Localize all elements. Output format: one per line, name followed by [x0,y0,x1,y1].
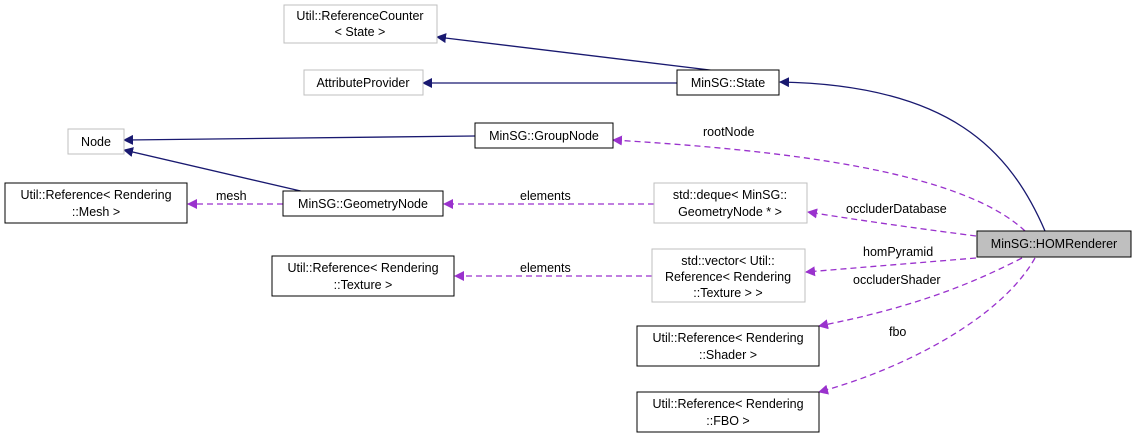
edge-label-fbo: fbo [889,325,906,339]
node-refmesh-line2: ::Mesh > [72,205,120,219]
node-reftexture[interactable]: Util::Reference< Rendering ::Texture > [271,255,455,297]
node-groupnode[interactable]: MinSG::GroupNode [474,122,614,149]
edge-label-elements-texture: elements [520,261,571,275]
node-refcounter-line1: Util::ReferenceCounter [296,9,423,23]
edge-state-to-refcounter [436,33,719,72]
node-refshader-line2: ::Shader > [699,348,757,362]
node-refshader-line1: Util::Reference< Rendering [652,331,803,345]
usage-edges [187,135,1036,395]
node-reffbo-line2: ::FBO > [706,414,749,428]
node-reftexture-line2: ::Texture > [334,278,393,292]
edge-occludershader [818,257,1023,330]
node-reftexture-line1: Util::Reference< Rendering [287,261,438,275]
inheritance-edges [123,33,1046,232]
node-geometrynode[interactable]: MinSG::GeometryNode [282,190,444,217]
node-geometrynode-label: MinSG::GeometryNode [298,197,428,211]
node-vector-line2: Reference< Rendering [665,270,791,284]
node-reffbo[interactable]: Util::Reference< Rendering ::FBO > [636,391,820,433]
edge-groupnode-to-node [123,134,476,145]
nodes: Util::ReferenceCounter < State > Attribu… [4,4,1132,433]
edge-labels: rootNode mesh elements occluderDatabase … [216,125,947,339]
node-node-label: Node [81,135,111,149]
edge-rootnode [612,135,1026,232]
node-refmesh-line1: Util::Reference< Rendering [20,188,171,202]
edge-hompyramid [805,257,977,277]
node-deque-line1: std::deque< MinSG:: [673,188,787,202]
node-homrenderer: MinSG::HOMRenderer [976,230,1132,258]
node-refmesh[interactable]: Util::Reference< Rendering ::Mesh > [4,182,188,224]
node-attrprovider-label: AttributeProvider [316,76,409,90]
edge-fbo [818,257,1036,395]
edge-label-occludershader: occluderShader [853,273,941,287]
node-deque: std::deque< MinSG:: GeometryNode * > [653,182,808,224]
edge-label-hompyramid: homPyramid [863,245,933,259]
node-refshader[interactable]: Util::Reference< Rendering ::Shader > [636,325,820,367]
node-vector-line3: ::Texture > > [693,286,762,300]
edge-homrenderer-to-state [779,77,1046,232]
node-reffbo-line1: Util::Reference< Rendering [652,397,803,411]
node-attrprovider: AttributeProvider [303,69,424,96]
node-vector-line1: std::vector< Util:: [681,254,774,268]
edge-label-mesh: mesh [216,189,247,203]
node-refcounter-line2: < State > [335,25,386,39]
node-groupnode-label: MinSG::GroupNode [489,129,599,143]
edge-geometrynode-to-node [123,147,306,193]
edge-label-rootnode: rootNode [703,125,754,139]
node-refcounter: Util::ReferenceCounter < State > [283,4,438,44]
node-state[interactable]: MinSG::State [676,69,780,96]
node-node: Node [67,128,125,155]
node-state-label: MinSG::State [691,76,765,90]
node-homrenderer-label: MinSG::HOMRenderer [991,237,1117,251]
node-vector: std::vector< Util:: Reference< Rendering… [651,248,806,303]
edge-label-occluderdatabase: occluderDatabase [846,202,947,216]
node-deque-line2: GeometryNode * > [678,205,782,219]
edge-label-elements-geometry: elements [520,189,571,203]
